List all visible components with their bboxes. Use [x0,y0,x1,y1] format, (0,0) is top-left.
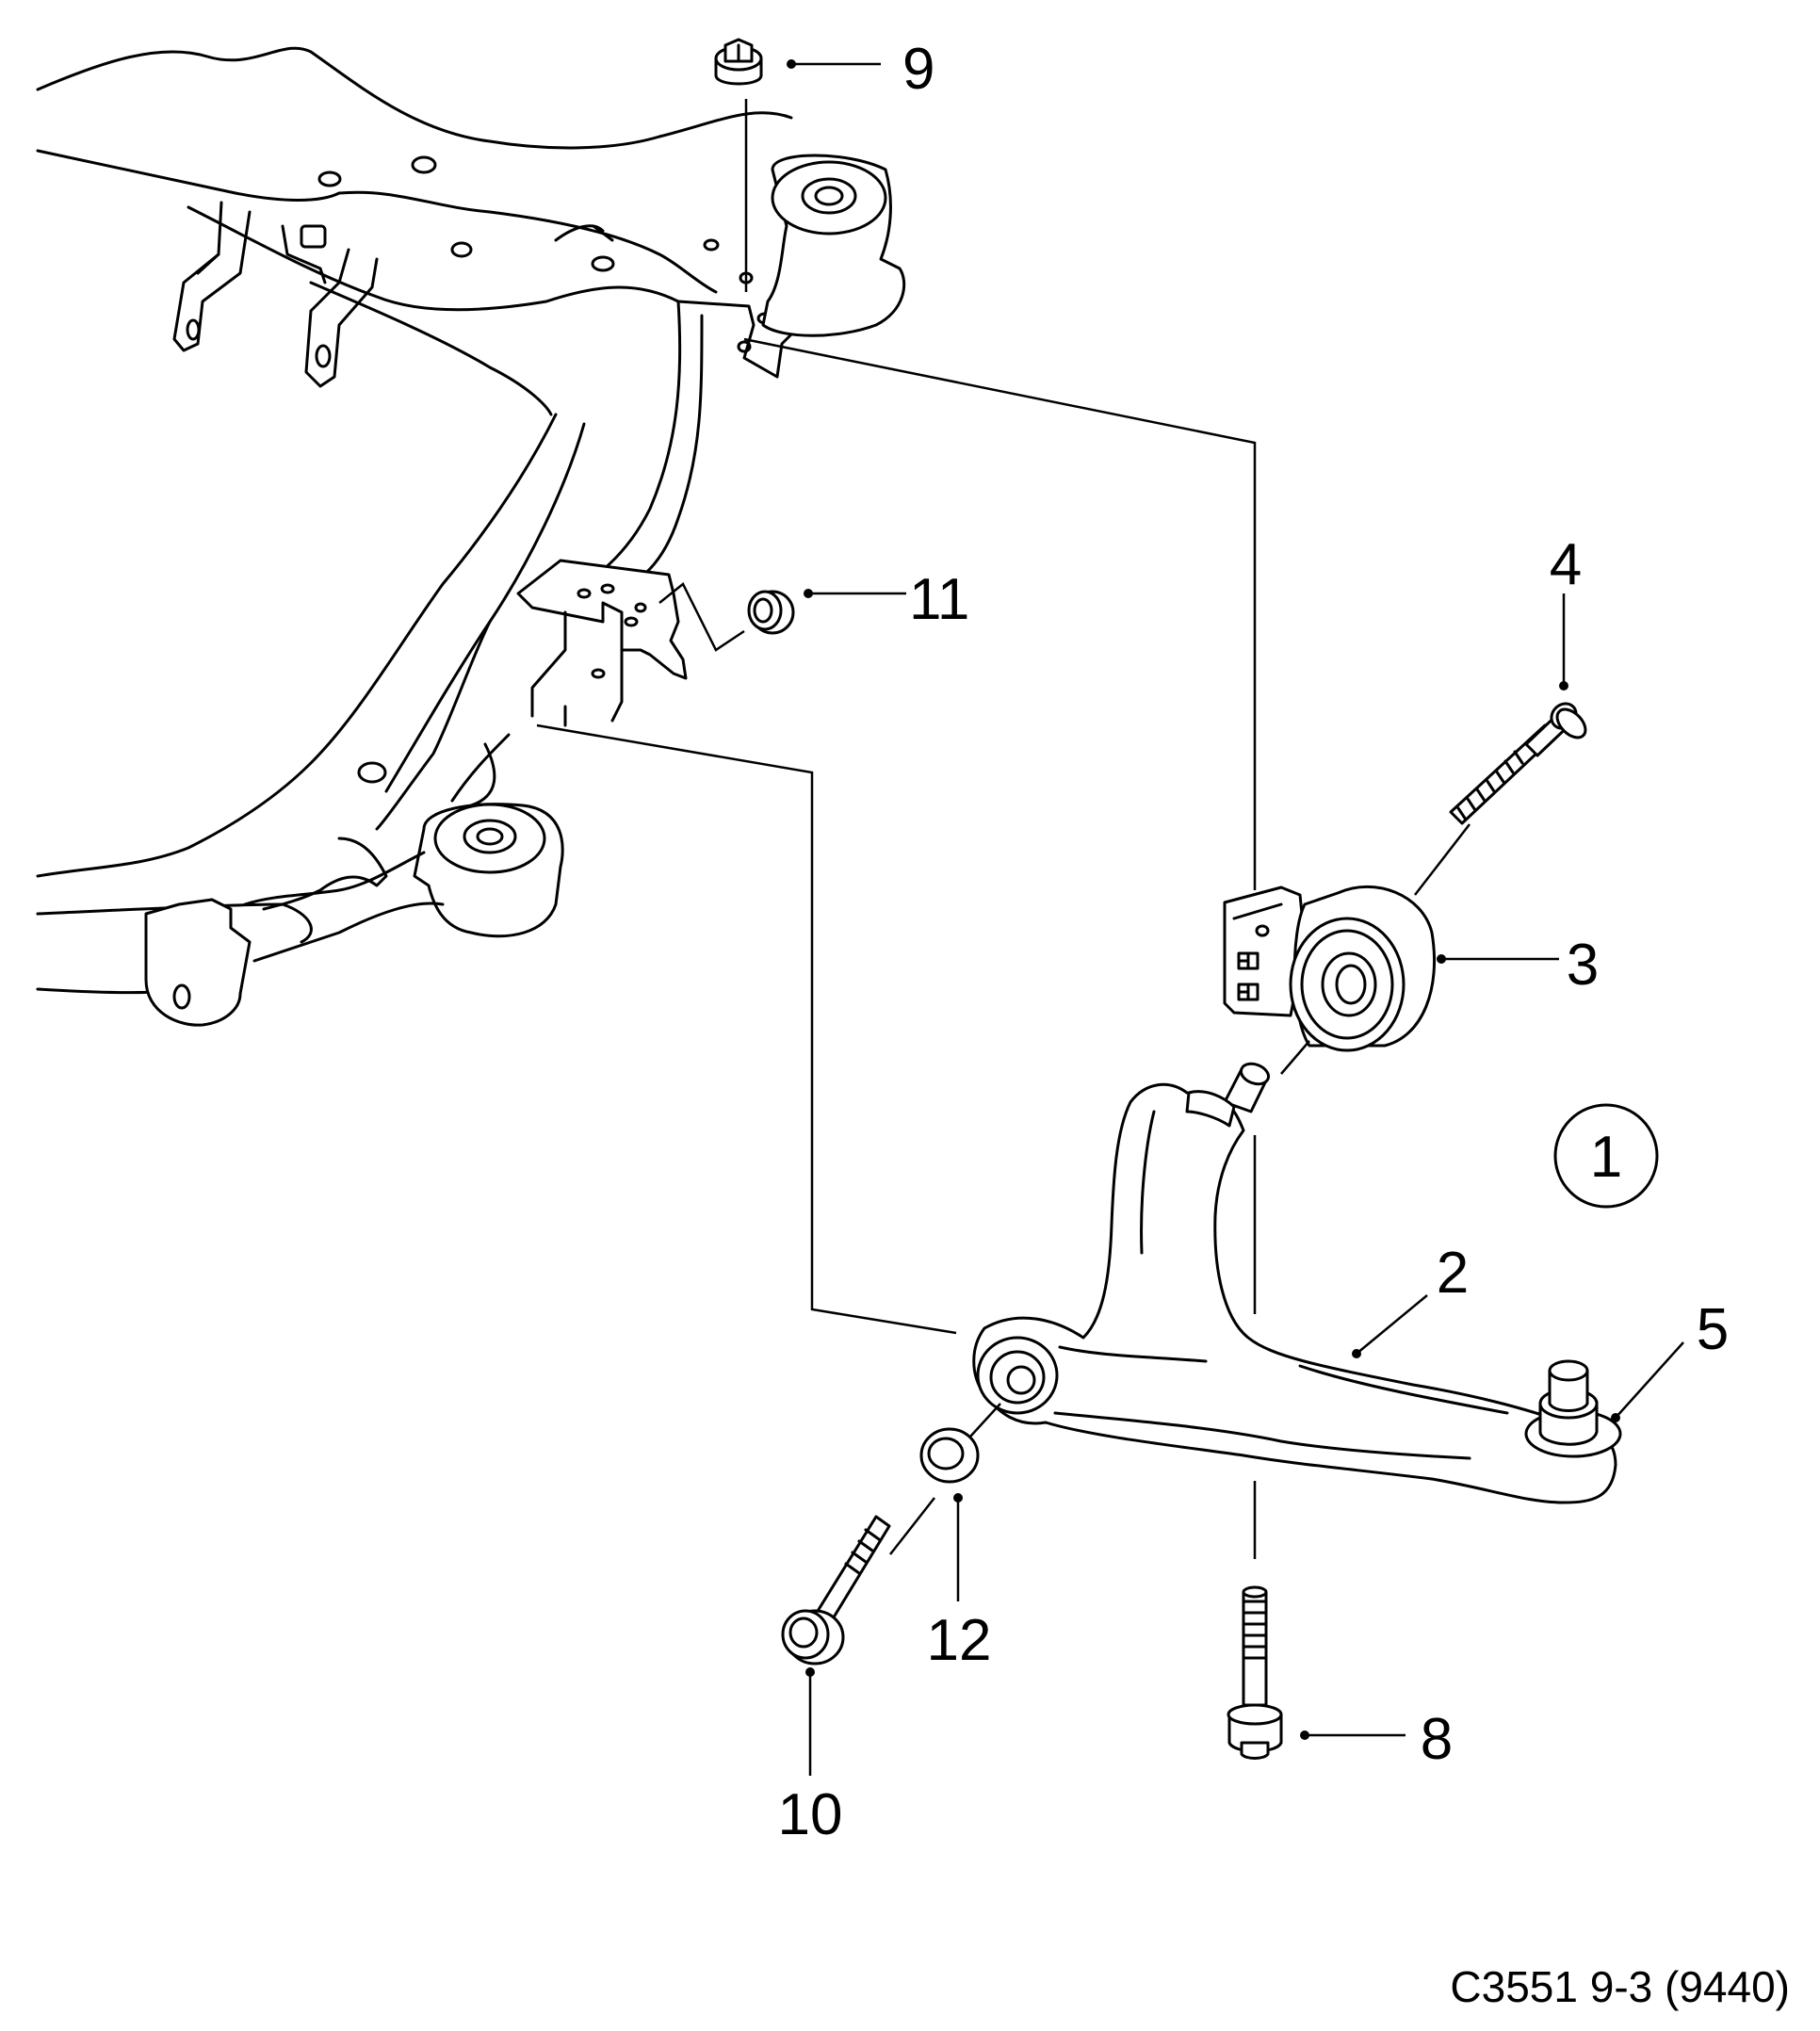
callout-12: 12 [927,1608,992,1673]
part-11-nut [747,590,795,635]
callout-3: 3 [1567,933,1599,998]
part-4-bolt [1449,702,1587,825]
group-marker-circle [1553,1103,1659,1209]
callout-10: 10 [778,1782,843,1847]
callout-9: 9 [902,37,934,102]
part-12-washer [919,1427,980,1484]
part-3-bushing [1223,885,1437,1052]
part-8-bolt [1227,1585,1283,1760]
part-10-bolt [781,1515,891,1665]
callout-11: 11 [909,567,969,632]
part-2-control-arm [972,1062,1622,1504]
callout-leaders [787,59,1684,1776]
callout-5: 5 [1697,1297,1729,1362]
group-marker-label: 1 [1590,1125,1622,1190]
callout-4: 4 [1550,532,1582,597]
figure-code: C3551 9-3 (9440) [1450,1962,1790,2011]
callout-2: 2 [1437,1241,1469,1306]
part-9-flange-nut [714,38,763,86]
callout-8: 8 [1421,1707,1453,1772]
front-subframe [36,46,906,1027]
